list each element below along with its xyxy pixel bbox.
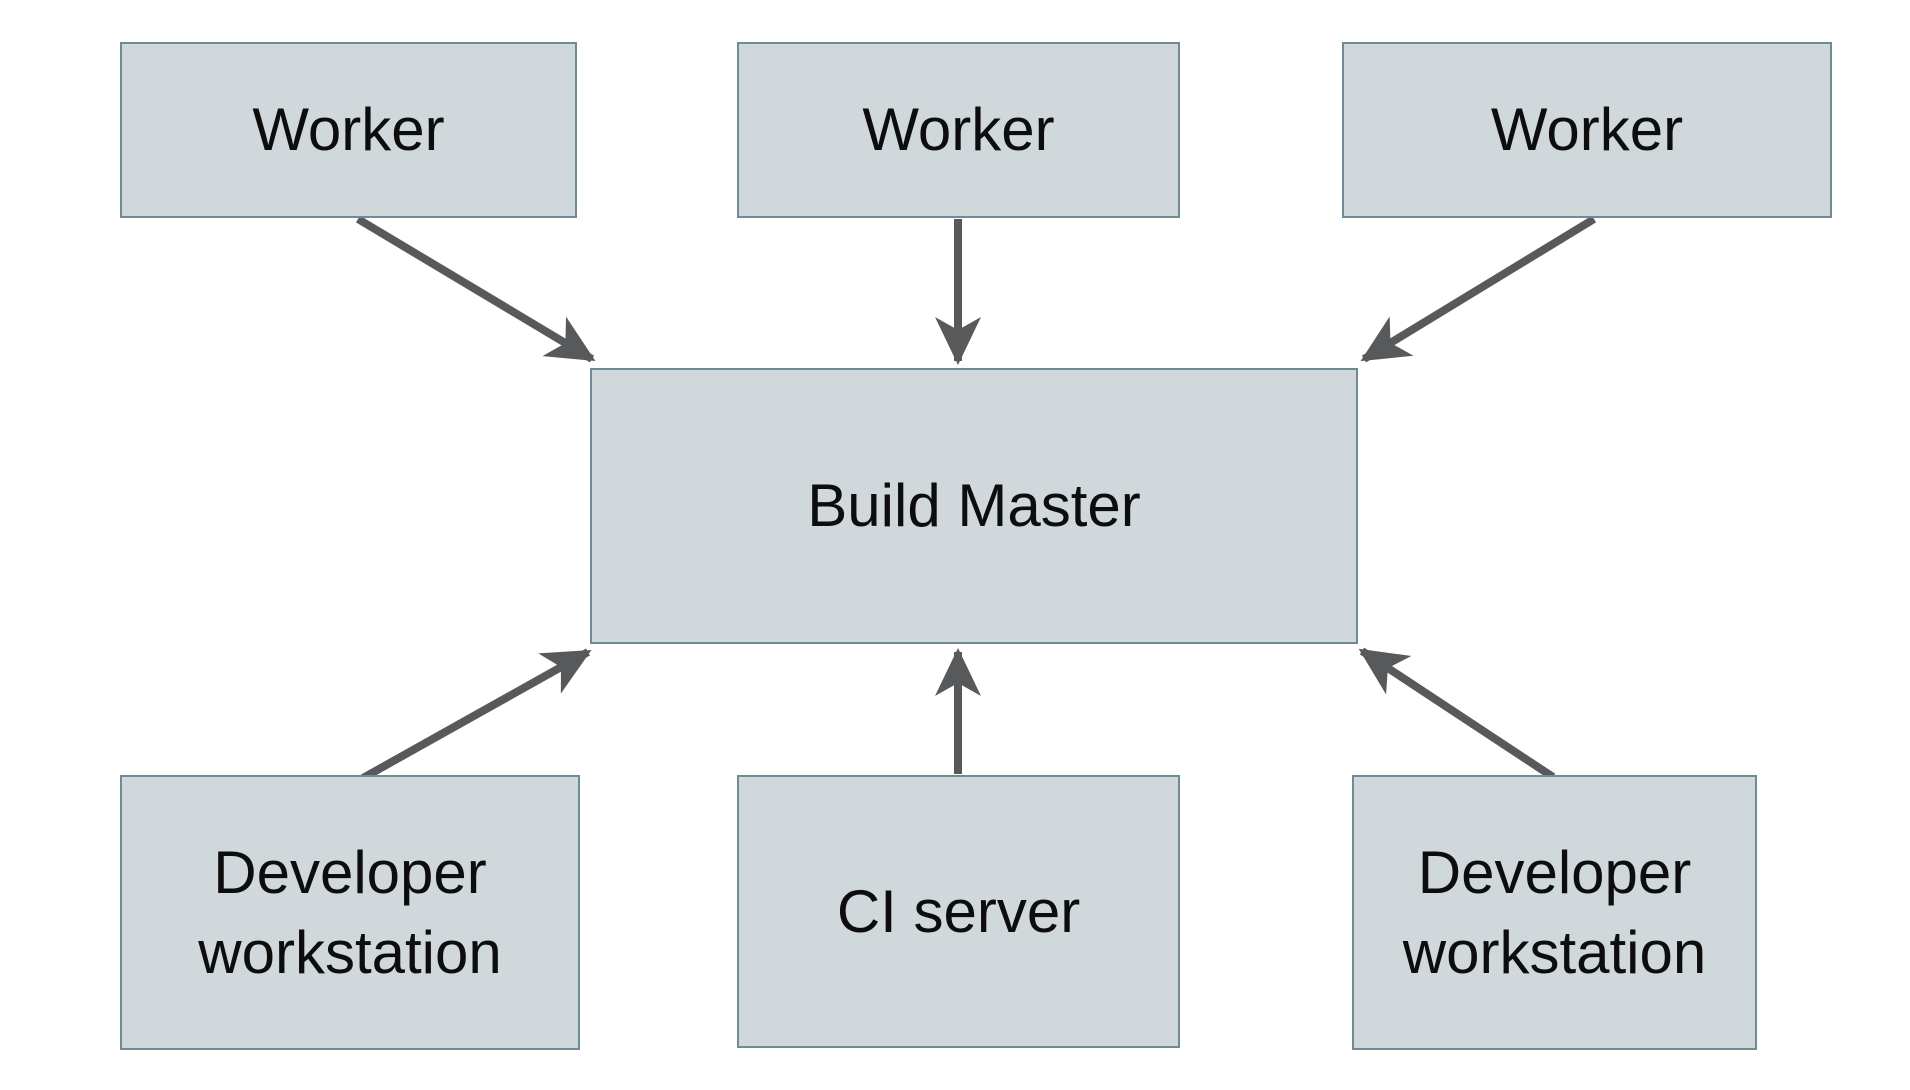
arrow-worker-3-to-build-master (1360, 215, 1597, 363)
node-worker-3-label: Worker (1490, 96, 1684, 164)
node-worker-2: Worker (737, 42, 1180, 218)
node-developer-workstation-2-label: Developer workstation (1402, 839, 1707, 986)
node-worker-1-label: Worker (252, 96, 445, 164)
node-build-master: Build Master (590, 368, 1358, 644)
node-developer-workstation-2: Developer workstation (1352, 775, 1757, 1050)
node-developer-workstation-1-label: Developer workstation (198, 839, 502, 986)
node-build-master-label: Build Master (807, 472, 1141, 540)
arrow-dev-workstation-1-to-build-master (361, 648, 592, 782)
node-worker-3: Worker (1342, 42, 1832, 218)
node-worker-2-label: Worker (862, 96, 1055, 164)
node-ci-server: CI server (737, 775, 1180, 1048)
arrow-worker-1-to-build-master (355, 215, 596, 363)
node-developer-workstation-1: Developer workstation (120, 775, 580, 1050)
node-worker-1: Worker (120, 42, 577, 218)
arrow-dev-workstation-2-to-build-master (1358, 647, 1556, 781)
node-ci-server-label: CI server (836, 877, 1081, 945)
